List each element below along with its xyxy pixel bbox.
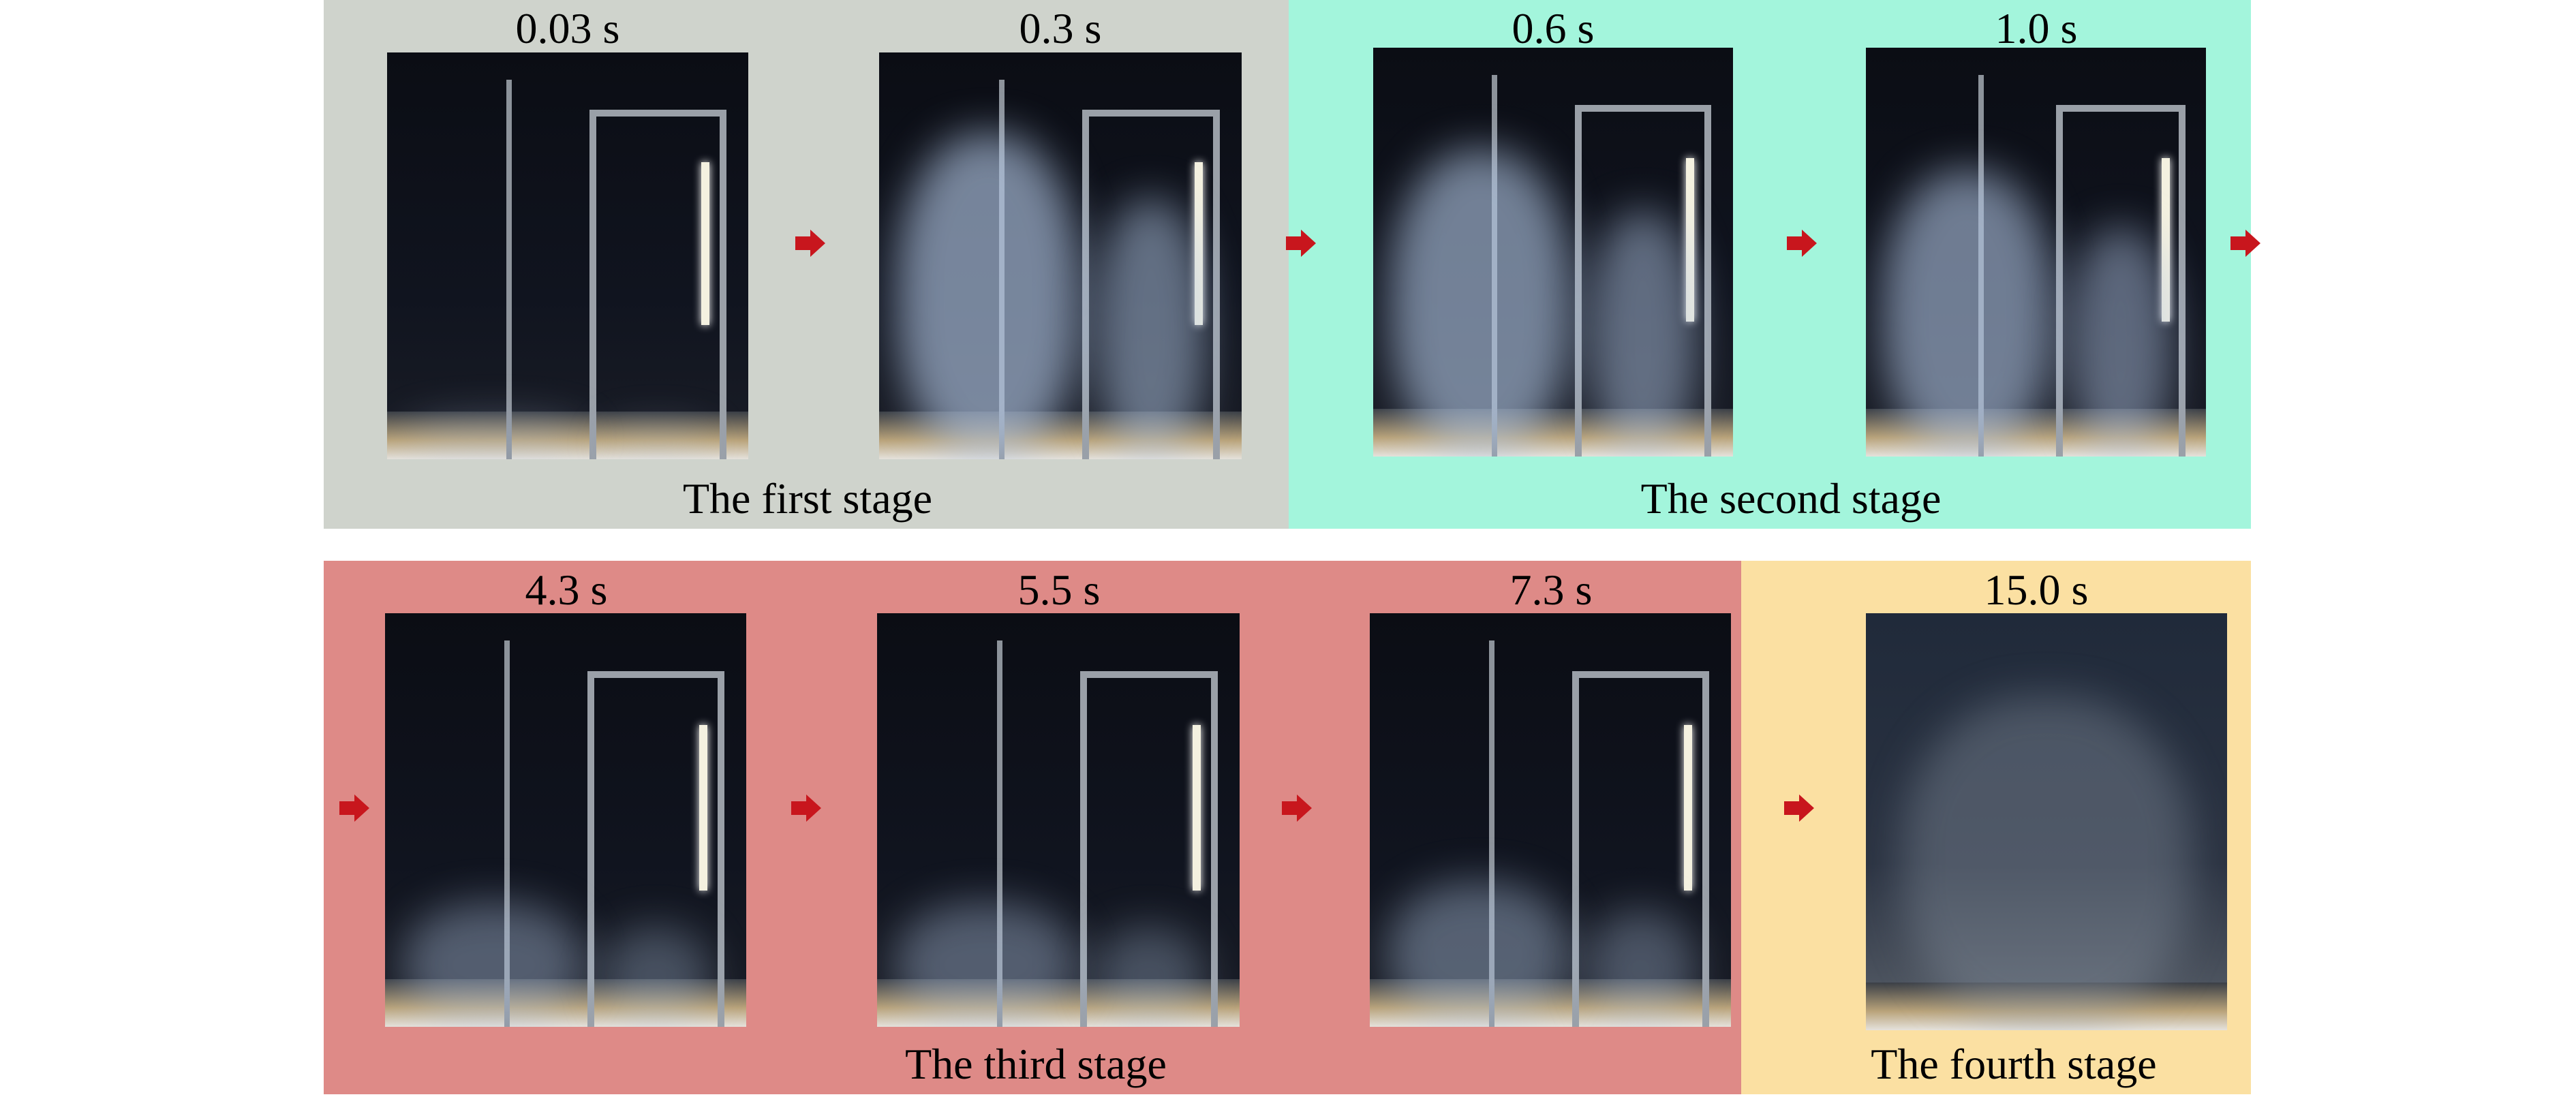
apparatus-base [877, 979, 1240, 1027]
apparatus-base [385, 979, 746, 1027]
smoke-plume [604, 427, 712, 459]
door-frame [1571, 670, 1710, 1027]
time-label: 4.3 s [525, 566, 608, 614]
apparatus-base [1866, 983, 2227, 1030]
light-tube [1684, 724, 1693, 891]
time-label: 0.3 s [1019, 4, 1102, 52]
column [506, 80, 512, 459]
smoke-plume [2070, 228, 2173, 457]
smoke-plume [1882, 170, 2053, 457]
stage-2-label: The second stage [1640, 474, 1942, 523]
apparatus-base [1370, 979, 1731, 1027]
smoke-plume [895, 902, 1077, 1027]
experiment-photo [385, 613, 746, 1027]
right-arrow-icon [339, 794, 369, 822]
apparatus-base [387, 412, 748, 459]
time-label: 0.6 s [1512, 4, 1595, 52]
door-frame [587, 670, 725, 1027]
smoke-plume [1387, 882, 1569, 1027]
right-arrow-icon [2230, 230, 2260, 257]
experiment-photo [1373, 48, 1733, 457]
light-tube [699, 724, 708, 891]
door-frame [1574, 105, 1712, 457]
time-label: 5.5 s [1017, 566, 1101, 614]
light-tube [701, 162, 710, 325]
smoke-plume [1391, 150, 1571, 457]
right-arrow-icon [795, 230, 825, 257]
time-label: 7.3 s [1509, 566, 1593, 614]
column [996, 640, 1002, 1027]
experiment-photo-fog [1866, 613, 2227, 1030]
fog [1902, 696, 2191, 1030]
time-label: 0.03 s [515, 4, 620, 52]
smoke-plume [602, 927, 710, 1027]
time-label: 1.0 s [1995, 4, 2078, 52]
stage-1-label: The first stage [682, 474, 933, 523]
right-arrow-icon [1282, 794, 1312, 822]
experiment-photo [877, 613, 1240, 1027]
smoke-plume [1097, 198, 1206, 459]
column [504, 640, 510, 1027]
smoke-plume [1586, 911, 1695, 1027]
door-frame [2056, 105, 2186, 457]
right-arrow-icon [1787, 230, 1817, 257]
light-tube [1192, 724, 1201, 891]
smoke-plume [1589, 211, 1698, 457]
stage-4-label: The fourth stage [1871, 1040, 2157, 1088]
experiment-photo [1866, 48, 2206, 457]
right-arrow-icon [1286, 230, 1316, 257]
right-arrow-icon [1784, 794, 1814, 822]
experiment-photo [387, 52, 748, 459]
time-label: 15.0 s [1984, 566, 2089, 614]
smoke-plume [897, 134, 1079, 459]
door-frame [1079, 670, 1218, 1027]
door-frame [589, 109, 727, 459]
right-arrow-icon [791, 794, 821, 822]
column [1488, 640, 1494, 1027]
door-frame [1082, 109, 1221, 459]
smoke-plume [405, 418, 586, 459]
experiment-photo [1370, 613, 1731, 1027]
experiment-photo [879, 52, 1242, 459]
smoke-plume [403, 902, 584, 1027]
light-tube [2162, 158, 2171, 322]
smoke-plume [1094, 927, 1203, 1027]
stage-3-label: The third stage [905, 1040, 1167, 1088]
